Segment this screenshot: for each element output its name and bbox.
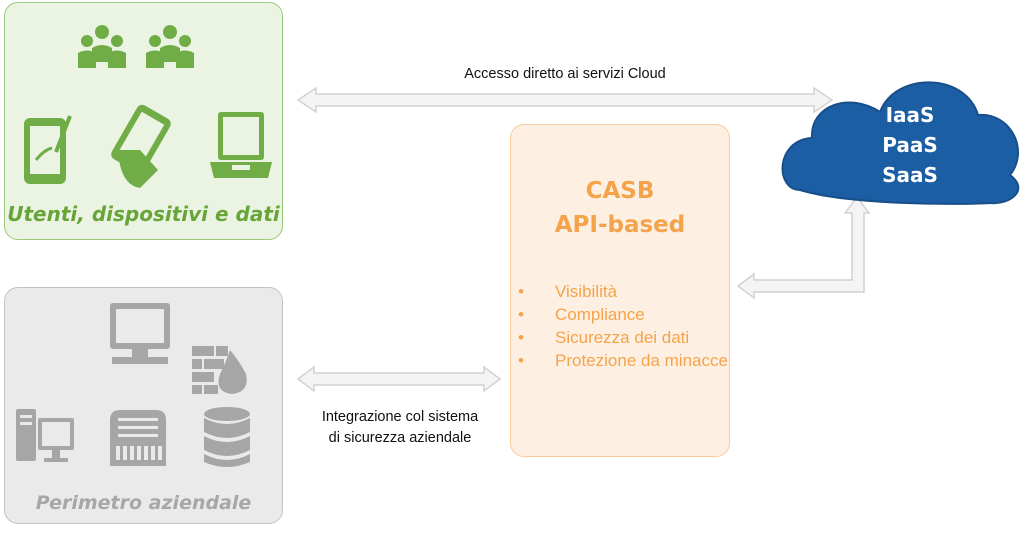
cloud-iaas-label: IaaS	[885, 103, 935, 127]
integration-label: Integrazione col sistema di sicurezza az…	[300, 407, 500, 449]
integration-label-line2: di sicurezza aziendale	[328, 430, 472, 446]
corporate-perimeter-label: Perimetro aziendale	[35, 492, 252, 514]
users-group-icon	[146, 25, 194, 68]
direct-access-label: Accesso diretto ai servizi Cloud	[464, 66, 666, 82]
laptop-icon	[210, 112, 272, 178]
cloud-shape	[781, 81, 1020, 205]
users-group-icon	[78, 25, 126, 68]
api-connection-arrow	[736, 195, 871, 300]
casb-title-line1: CASB	[585, 178, 655, 204]
casb-title: CASB API-based	[510, 174, 730, 242]
casb-feature-item: Visibilità	[518, 280, 728, 303]
tablet-icon	[24, 115, 72, 184]
casb-feature-item: Compliance	[518, 303, 728, 326]
firewall-icon	[192, 346, 247, 394]
desktop-pc-icon	[16, 409, 74, 462]
integration-label-line1: Integrazione col sistema	[321, 409, 479, 425]
monitor-icon	[110, 303, 170, 364]
cloud-saas-label: SaaS	[882, 163, 938, 187]
cloud-services-text: IaaS PaaS SaaS	[820, 100, 1000, 190]
casb-feature-item: Sicurezza dei dati	[518, 326, 728, 349]
users-devices-label: Utenti, dispositivi e dati	[7, 202, 280, 226]
integration-arrow	[296, 365, 502, 393]
server-icon	[110, 410, 166, 466]
casb-feature-item: Protezione da minacce	[518, 349, 728, 372]
direct-access-arrow	[296, 86, 834, 114]
casb-feature-list: Visibilità Compliance Sicurezza dei dati…	[518, 280, 728, 372]
database-icon	[204, 407, 250, 467]
cloud-paas-label: PaaS	[882, 133, 938, 157]
casb-title-line2: API-based	[554, 212, 686, 238]
smartphone-icon	[111, 104, 171, 188]
